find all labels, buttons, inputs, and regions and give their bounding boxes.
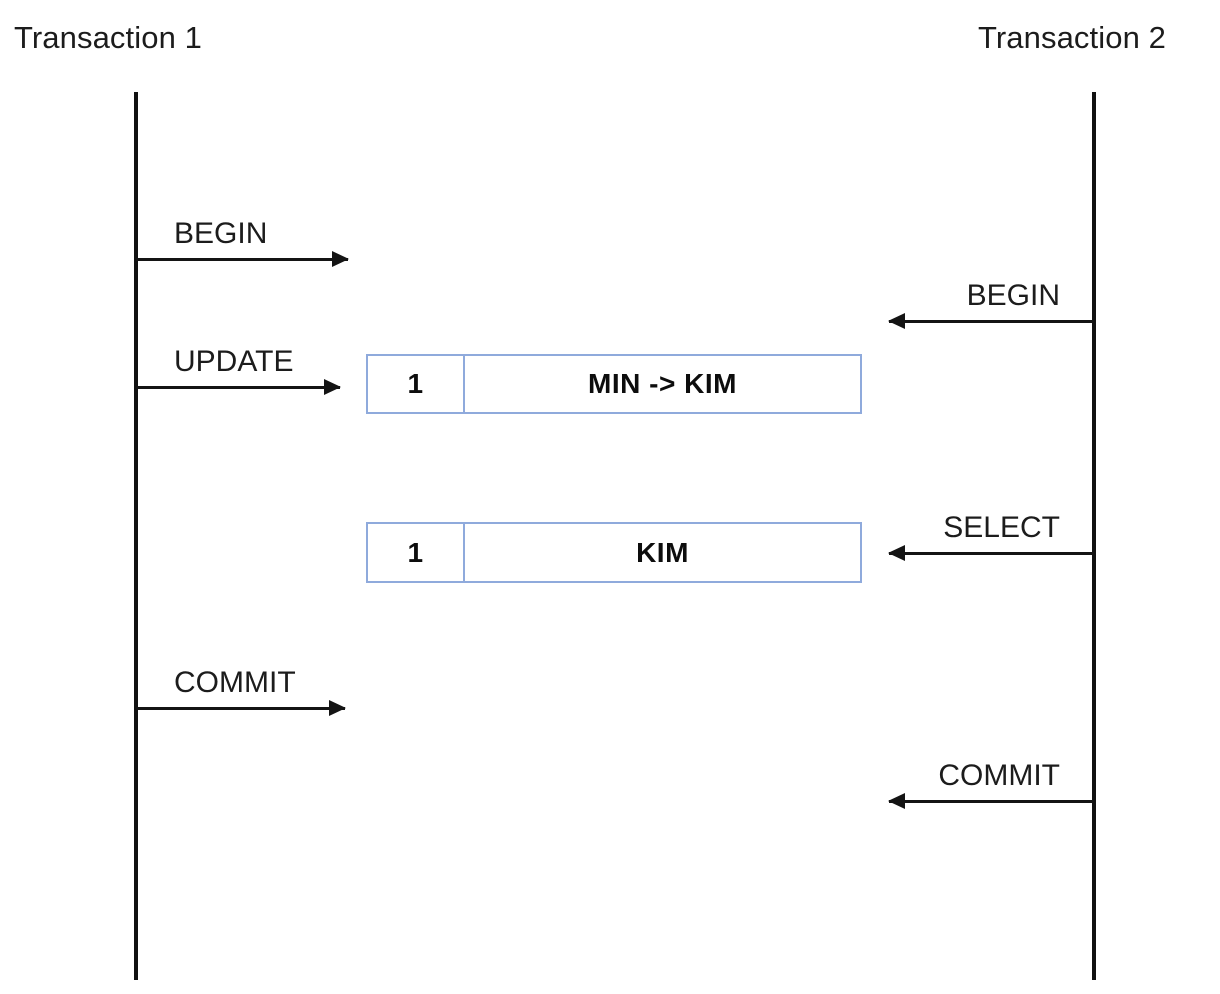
message-label: BEGIN — [174, 217, 268, 250]
record-box-select: 1 KIM — [366, 522, 862, 583]
arrow-head-right-icon — [332, 251, 349, 267]
record-id-cell: 1 — [368, 524, 465, 581]
record-value-cell: MIN -> KIM — [588, 368, 737, 399]
arrow-head-left-icon — [888, 545, 905, 561]
arrow-head-right-icon — [324, 379, 341, 395]
arrow-head-left-icon — [888, 793, 905, 809]
arrow-line — [136, 258, 348, 261]
participant-title-right: Transaction 2 — [978, 20, 1166, 55]
participant-title-left: Transaction 1 — [14, 20, 202, 55]
arrow-head-left-icon — [888, 313, 905, 329]
message-label: UPDATE — [174, 345, 294, 378]
message-label: BEGIN — [966, 279, 1060, 312]
arrow-line — [136, 386, 340, 389]
record-box-update: 1 MIN -> KIM — [366, 354, 862, 414]
message-label: COMMIT — [174, 666, 296, 699]
arrow-line — [889, 800, 1094, 803]
message-label: SELECT — [943, 511, 1060, 544]
arrow-head-right-icon — [329, 700, 346, 716]
arrow-line — [889, 552, 1094, 555]
arrow-line — [889, 320, 1094, 323]
message-label: COMMIT — [938, 759, 1060, 792]
record-value-cell: KIM — [636, 536, 689, 568]
record-id-cell: 1 — [368, 356, 465, 412]
arrow-line — [136, 707, 345, 710]
lifeline-transaction-2 — [1092, 92, 1096, 980]
lifeline-transaction-1 — [134, 92, 138, 980]
